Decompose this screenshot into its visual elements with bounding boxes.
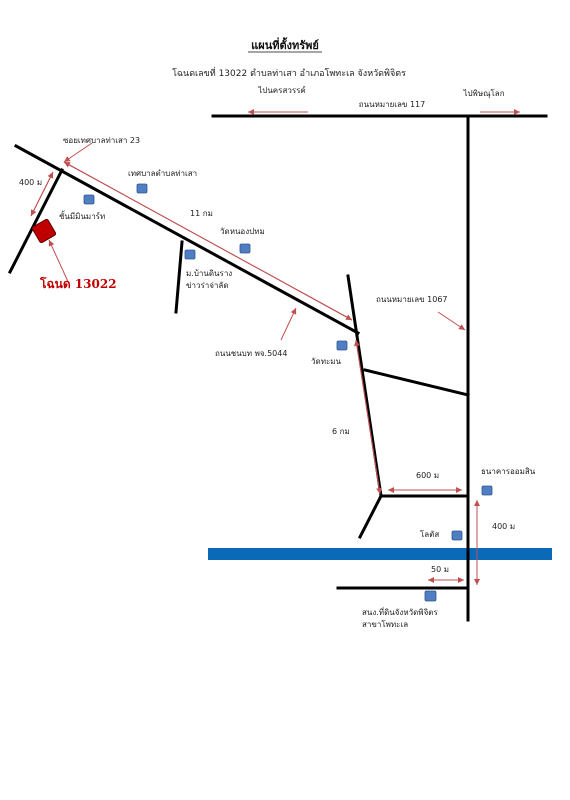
- label-land-office-line2: สาขาโพทะเล: [362, 619, 408, 629]
- arrow-to-parcel: [48, 239, 71, 287]
- label-bank: ธนาคารออมสิน: [481, 467, 536, 476]
- label-to-phitsanulok: ไปพิษณุโลก: [462, 88, 504, 98]
- label-rural-road: ถนนชนบท พจ.5044: [215, 349, 287, 358]
- parcel-13022-marker: [31, 218, 57, 244]
- label-600m: 600 ม: [416, 471, 439, 480]
- arrow-11km-b: [63, 161, 353, 321]
- label-400m-right: 400 ม: [492, 522, 515, 531]
- village-side-road: [174, 240, 184, 314]
- label-shop: ชั้นมีมินมาร์ท: [59, 210, 105, 221]
- landmark-markers: [83, 183, 493, 602]
- temple-thamon-marker: [336, 340, 348, 351]
- arrow-rural-road: [280, 307, 297, 341]
- arrow-soi-23: [63, 142, 93, 163]
- label-50m: 50 ม: [431, 565, 449, 574]
- temple-nong-pho-marker: [239, 243, 251, 254]
- road-to-thamon: [346, 274, 383, 498]
- land-office-marker: [424, 590, 437, 602]
- label-lotus: โลตัส: [420, 529, 439, 539]
- road-network: [7, 114, 548, 622]
- soi-23-road: [7, 167, 65, 275]
- label-parcel: โฉนด 13022: [39, 276, 117, 291]
- lotus-marker: [451, 530, 463, 541]
- arrow-highway-1067: [437, 311, 466, 331]
- label-soi-23: ซอยเทศบาลท่าเสา 23: [63, 136, 140, 145]
- label-temple-nong-pho: วัดหนองปทม: [220, 227, 265, 236]
- bank-marker: [481, 485, 493, 496]
- label-village: ม.บ้านดินราง: [186, 269, 232, 278]
- rural-road-5044: [13, 143, 361, 336]
- distance-arrows: [30, 109, 520, 585]
- connector-road: [363, 368, 470, 397]
- river: [208, 548, 552, 560]
- map-subtitle: โฉนดเลขที่ 13022 ตำบลท่าเสา อำเภอโพทะเล …: [172, 66, 406, 79]
- arrow-6km-b: [353, 339, 381, 495]
- village-marker: [184, 249, 196, 260]
- label-temple-thamon: วัดทะมน: [311, 357, 342, 366]
- label-highway-117: ถนนหมายเลข 117: [359, 100, 425, 109]
- arrow-400m-top-b: [30, 171, 54, 217]
- label-to-nakhon-sawan: ไปนครสวรรค์: [257, 85, 306, 95]
- label-11km: 11 กม: [190, 209, 213, 218]
- label-village-line2: ข่าวร่าจ่าลัด: [186, 281, 229, 290]
- shop-marker: [83, 194, 95, 205]
- label-land-office: สนง.ที่ดินจังหวัดพิจิตร: [362, 606, 438, 617]
- label-municipality: เทศบาลตำบลท่าเสา: [128, 169, 197, 178]
- branch-road: [357, 493, 384, 540]
- label-400m-top: 400 ม: [19, 178, 42, 187]
- municipality-marker: [136, 183, 148, 194]
- map-title: แผนที่ตั้งทรัพย์: [251, 37, 319, 52]
- label-6km: 6 กม: [332, 427, 350, 436]
- label-highway-1067: ถนนหมายเลข 1067: [376, 295, 448, 304]
